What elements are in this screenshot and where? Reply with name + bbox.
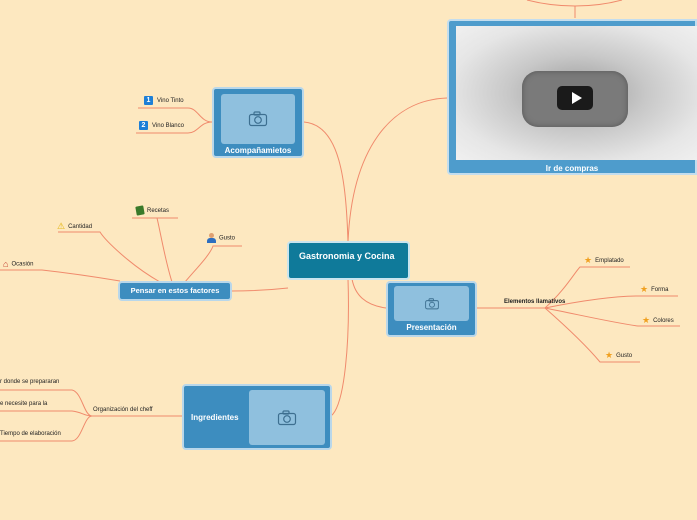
leaf-gusto-presentacion[interactable]: ★Gusto xyxy=(605,350,632,361)
colores-label: Colores xyxy=(653,318,674,325)
gusto-pres-label: Gusto xyxy=(616,353,633,360)
org-item-1-label: r donde se prepararan xyxy=(0,379,60,385)
recetas-label: Recetas xyxy=(147,208,170,215)
acompanamientos-title: Acompañamietos xyxy=(224,146,292,155)
ingredientes-title: Ingredientes xyxy=(191,413,239,422)
image-placeholder xyxy=(221,94,295,144)
camera-icon xyxy=(277,409,297,425)
video-node[interactable]: Ir de compras xyxy=(447,19,697,175)
connector-org-1 xyxy=(0,389,93,417)
leaf-ocasion[interactable]: ⌂Ocasión xyxy=(3,259,33,269)
leaf-colores[interactable]: ★Colores xyxy=(642,315,674,326)
leaf-forma[interactable]: ★Forma xyxy=(640,284,668,295)
video-caption: Ir de compras xyxy=(545,164,599,173)
cantidad-label: Cantidad xyxy=(68,224,93,231)
image-placeholder xyxy=(394,286,469,321)
image-placeholder xyxy=(249,390,325,445)
connector-central-video xyxy=(347,97,448,243)
vino-tinto-label: Vino Tinto xyxy=(157,98,184,105)
video-thumbnail[interactable] xyxy=(456,26,697,160)
org-item-3-label: Tiempo de elaboración xyxy=(0,431,61,437)
ocasion-label: Ocasión xyxy=(11,261,34,268)
warning-icon: ⚠ xyxy=(57,221,66,231)
organizacion-label: Organización del cheff xyxy=(93,407,153,413)
connector-central-ingred xyxy=(330,278,349,417)
house-icon: ⌂ xyxy=(3,259,9,269)
leaf-recetas[interactable]: Recetas xyxy=(135,205,170,216)
central-title: Gastronomia y Cocina xyxy=(299,251,395,261)
leaf-cantidad[interactable]: ⚠Cantidad xyxy=(57,221,92,232)
leaf-vino-tinto[interactable]: 1 Vino Tinto xyxy=(144,96,184,105)
star-icon: ★ xyxy=(642,315,651,325)
leaf-elementos-llamativos[interactable]: Elementos llamativos xyxy=(504,299,565,305)
play-button[interactable] xyxy=(557,86,593,110)
leaf-emplatado[interactable]: ★Emplatado xyxy=(584,255,624,266)
leaf-org-item-1[interactable]: r donde se prepararan xyxy=(0,379,59,385)
connector-central-present xyxy=(351,278,387,309)
connector-cantidad xyxy=(58,231,161,283)
connector-org-2 xyxy=(0,410,93,417)
leaf-vino-blanco[interactable]: 2 Vino Blanco xyxy=(139,121,184,130)
connector-colores xyxy=(544,307,680,327)
pensar-title: Pensar en estos factores xyxy=(130,286,220,295)
person-icon xyxy=(207,233,216,243)
connector-central-pensar xyxy=(230,287,289,292)
gusto-label: Gusto xyxy=(219,235,236,242)
leaf-organizacion-cheff[interactable]: Organización del cheff xyxy=(93,407,153,413)
vino-blanco-label: Vino Blanco xyxy=(152,123,184,130)
star-icon: ★ xyxy=(640,284,649,294)
book-icon xyxy=(135,205,145,216)
star-icon: ★ xyxy=(605,350,614,360)
connector-central-acomp xyxy=(303,121,349,243)
connector-gusto-pres xyxy=(544,307,640,363)
connector-recetas xyxy=(132,217,178,283)
acompanamientos-node[interactable]: Acompañamietos xyxy=(212,87,304,158)
central-topic[interactable]: Gastronomia y Cocina xyxy=(287,241,410,280)
camera-icon xyxy=(248,111,268,127)
ingredientes-node[interactable]: Ingredientes xyxy=(182,384,332,450)
pensar-node[interactable]: Pensar en estos factores xyxy=(118,281,232,301)
connector-ocasion xyxy=(0,269,121,282)
emplatado-label: Emplatado xyxy=(595,258,624,265)
connector-forma xyxy=(544,295,678,309)
connector-top-stub xyxy=(526,0,623,7)
leaf-org-item-2[interactable]: e necesite para la xyxy=(0,401,47,407)
connector-org-3 xyxy=(0,415,93,442)
camera-icon xyxy=(424,297,439,309)
leaf-gusto[interactable]: Gusto xyxy=(207,233,235,243)
leaf-org-item-3[interactable]: Tiempo de elaboración xyxy=(0,431,61,437)
star-icon: ★ xyxy=(584,255,593,265)
connector-vino-tinto xyxy=(138,107,213,123)
number-badge-1: 1 xyxy=(144,96,153,105)
connector-vino-blanco xyxy=(136,121,213,134)
play-icon xyxy=(571,92,582,104)
elementos-label: Elementos llamativos xyxy=(504,299,566,305)
presentacion-node[interactable]: Presentación xyxy=(386,281,477,337)
connector-gusto xyxy=(184,245,242,283)
presentacion-title: Presentación xyxy=(406,323,457,332)
number-badge-2: 2 xyxy=(139,121,148,130)
connector-emplatado xyxy=(544,266,630,309)
org-item-2-label: e necesite para la xyxy=(0,401,48,407)
forma-label: Forma xyxy=(651,287,669,294)
